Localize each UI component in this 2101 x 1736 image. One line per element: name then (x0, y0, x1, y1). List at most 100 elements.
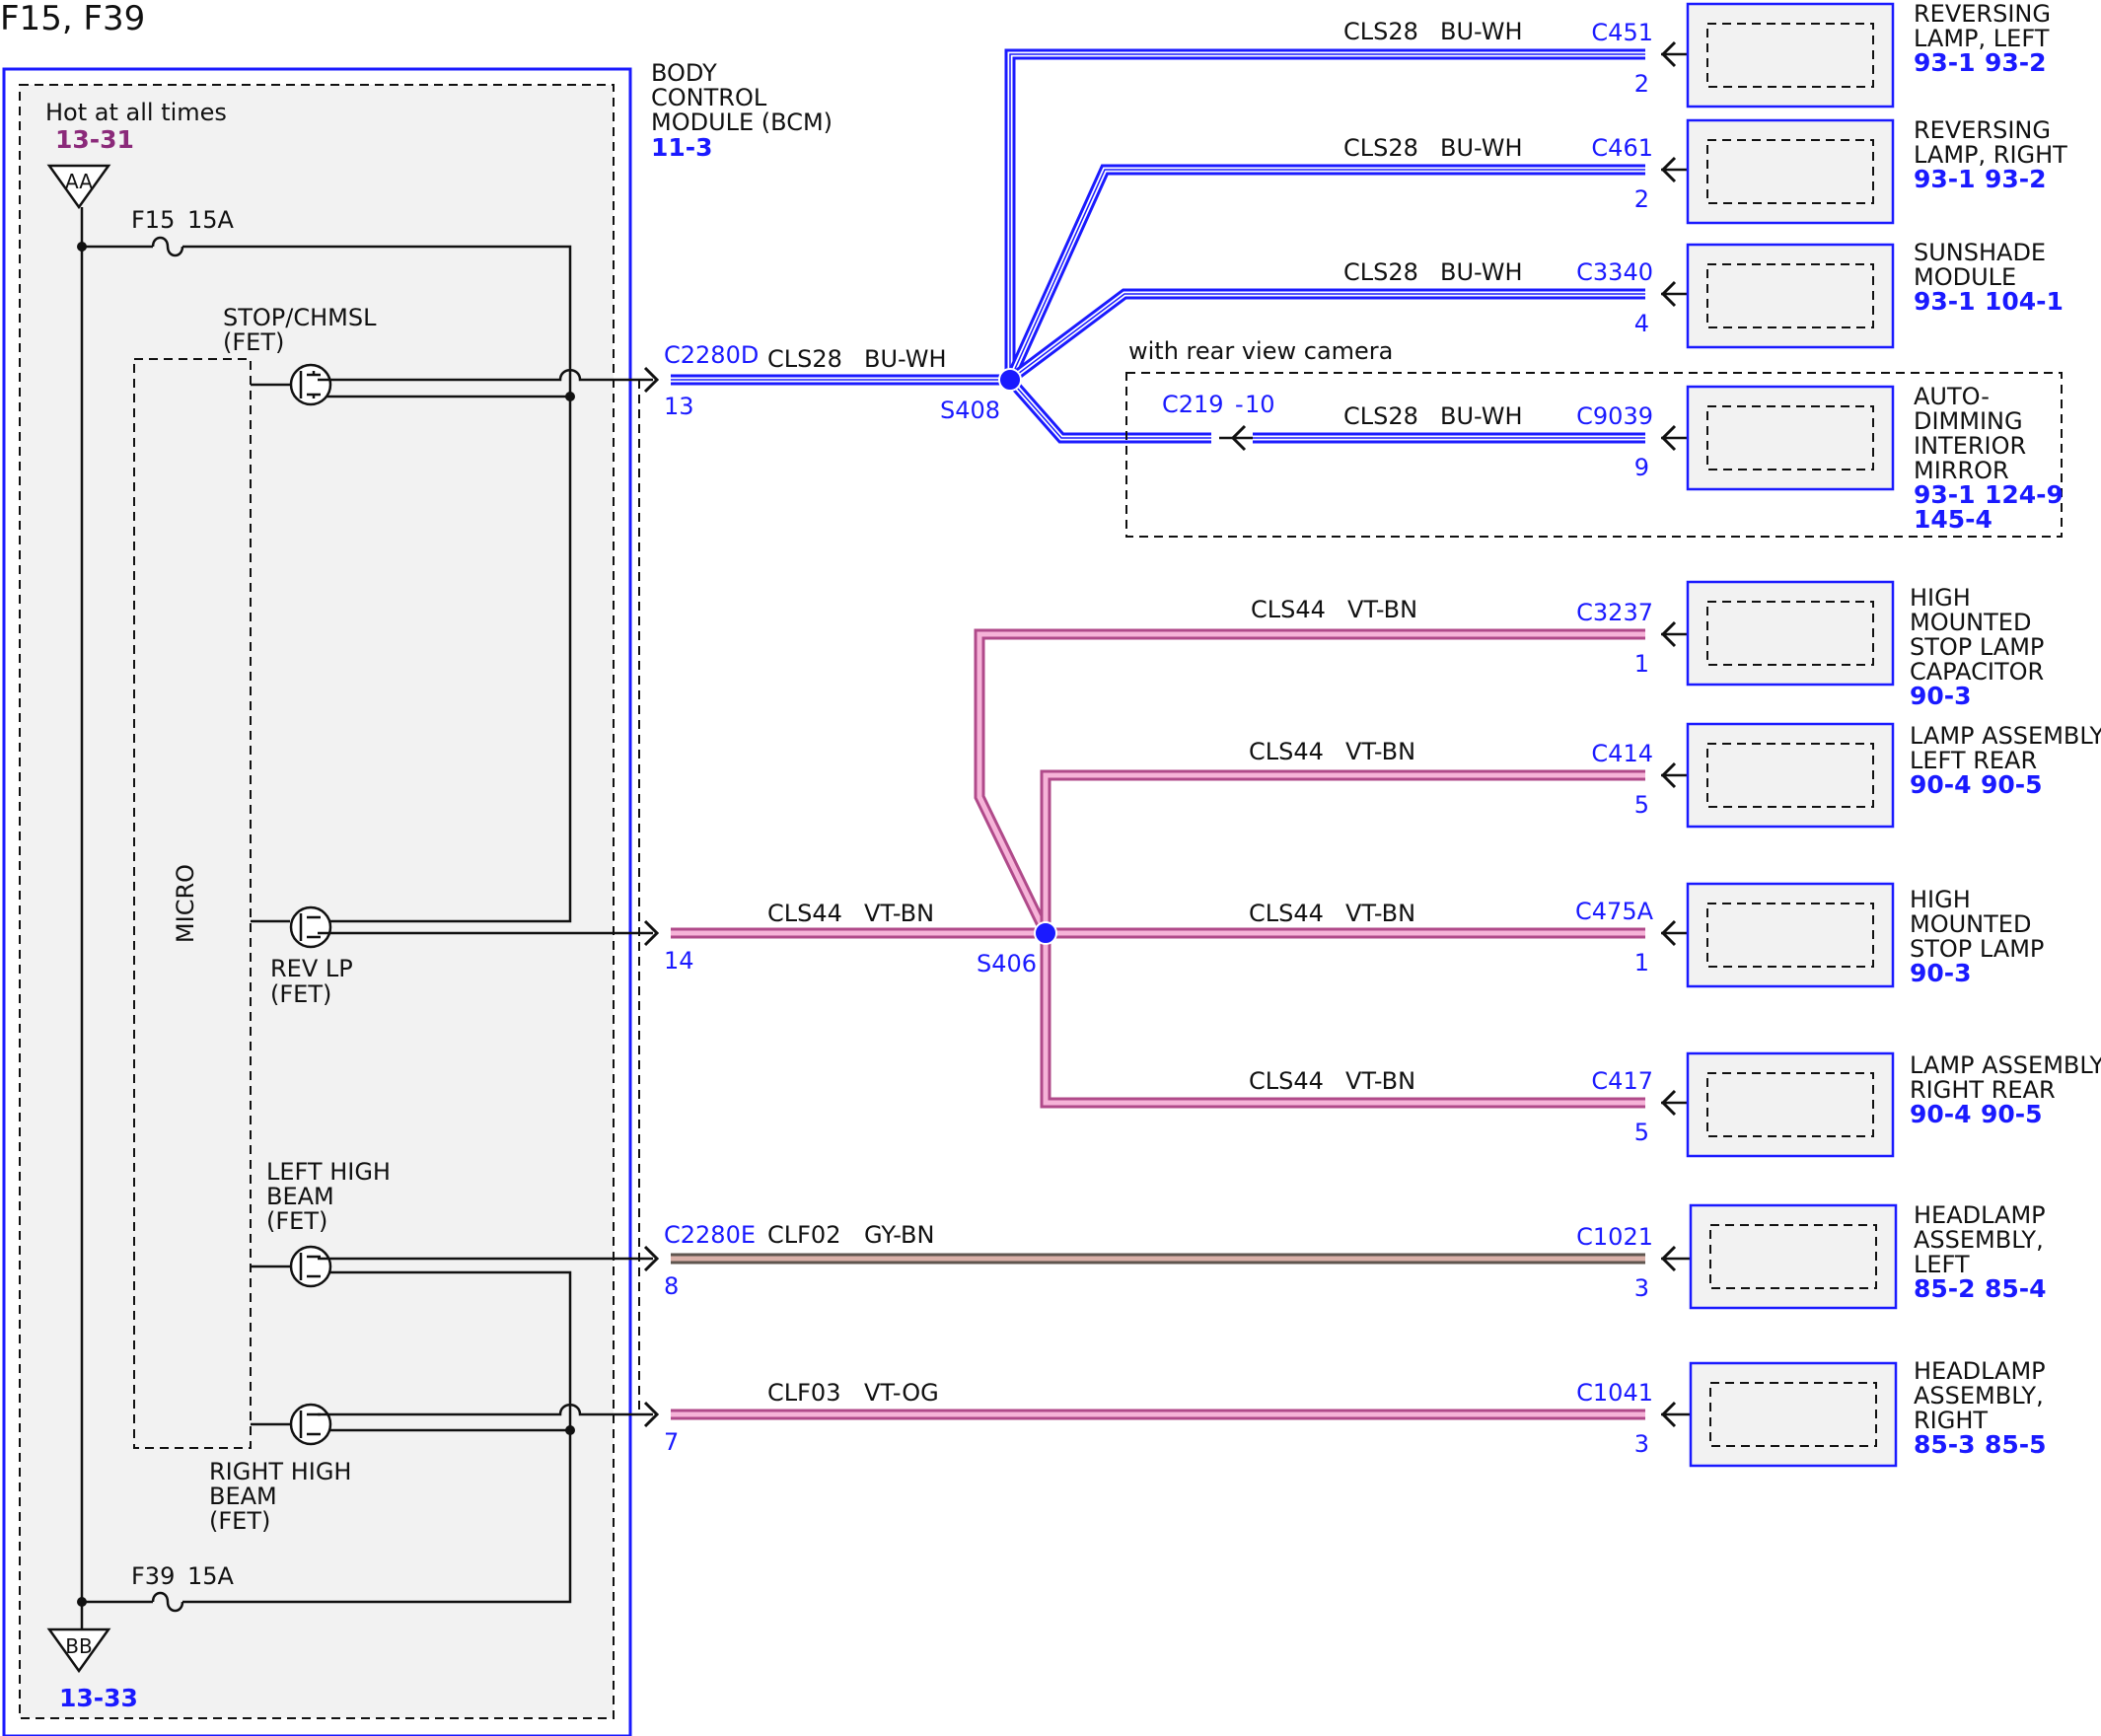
branch-connector: C1021 (1576, 1223, 1653, 1251)
branch-wire-color: VT-BN (1347, 596, 1417, 623)
component-name-line: LEFT (1914, 1251, 1970, 1278)
component-ref: 145-4 (1914, 505, 1992, 534)
component-name-line: STOP LAMP (1910, 935, 2044, 963)
fet-left-high-symbol (299, 1253, 321, 1280)
fet-left-high-label-1: LEFT HIGH (266, 1158, 391, 1186)
branch-pin: 3 (1634, 1430, 1649, 1458)
wire-stripe (1009, 293, 1645, 381)
branch-pin: 5 (1634, 1119, 1649, 1146)
output-c2280e-pin: 8 (664, 1272, 679, 1300)
component-ref: 93-2 (1985, 165, 2047, 193)
component-box (1686, 882, 1895, 988)
splice-s408-dot (998, 368, 1022, 392)
component-ref: 85-2 (1914, 1274, 1976, 1303)
rear-view-camera-option-box (1125, 372, 2063, 538)
branch-connector: C3340 (1576, 258, 1653, 286)
terminal-bb-icon (46, 1628, 111, 1674)
c219-pin: 10 (1245, 391, 1275, 418)
bcm-name-line-1: BODY (651, 59, 717, 87)
fet-stop-icon (289, 363, 332, 406)
component-inner-box (1706, 263, 1874, 328)
component-name-line: HIGH (1910, 584, 1971, 612)
branch-pin: 4 (1634, 310, 1649, 337)
branch-wire-color: BU-WH (1440, 18, 1523, 45)
component-ref: 85-5 (1985, 1430, 2047, 1459)
stop-fet-output (318, 369, 653, 382)
component-ref: 90-4 (1910, 770, 1972, 799)
component-ref: 90-5 (1981, 770, 2043, 799)
bcm-outer-border (2, 67, 632, 1736)
fet-left-high-beam: LEFT HIGH BEAM (FET) (251, 1158, 391, 1288)
branch-wire-color: VT-BN (1345, 1067, 1415, 1095)
page-title: F15, F39 (0, 0, 145, 38)
terminal-bb-label: BB (65, 1634, 92, 1658)
component-box (1686, 1051, 1895, 1158)
fet-left-high-label-3: (FET) (266, 1207, 327, 1235)
component-ref: 85-4 (1985, 1274, 2047, 1303)
fet-rev-symbol (299, 913, 321, 941)
branch-wire-color: BU-WH (1440, 258, 1523, 286)
output-cls44-color: VT-BN (864, 900, 934, 927)
wire-core (977, 631, 1645, 935)
micro-label: MICRO (172, 864, 199, 943)
branch-connector: C451 (1591, 19, 1653, 46)
fet-left-high-icon (289, 1245, 332, 1288)
wire-c417 (1040, 933, 1645, 1109)
component-inner-box (1706, 601, 1874, 666)
branch-connector: C417 (1591, 1067, 1653, 1095)
component-ref: 124-9 (1985, 480, 2064, 509)
fuse-f39-icon (151, 1591, 184, 1613)
splice-s406-label: S406 (977, 950, 1037, 977)
wire-outline (974, 628, 1645, 936)
branch-wire-color: BU-WH (1440, 134, 1523, 162)
branch-circuit: CLS28 (1343, 18, 1418, 45)
component-ref: 90-3 (1910, 682, 1972, 710)
component-name-line: RIGHT (1914, 1407, 1988, 1434)
component-name-line: LEFT REAR (1910, 747, 2037, 774)
fet-right-high-label-2: BEAM (209, 1483, 277, 1510)
component-name-line: MOUNTED (1910, 910, 2031, 938)
component-box (1689, 1361, 1898, 1468)
fet-rev-lp: REV LP (FET) (251, 905, 353, 1008)
component-name-line: MOUNTED (1910, 609, 2031, 636)
component-inner-box (1706, 139, 1874, 204)
branch-circuit: CLS44 (1249, 900, 1324, 927)
fuse-f15-name: F15 (131, 206, 175, 234)
output-pin-14: 14 (664, 947, 694, 975)
component-ref: 85-3 (1914, 1430, 1976, 1459)
output-pin-7: 7 (664, 1428, 679, 1456)
c219-dash: - (1235, 391, 1244, 418)
fet-right-high-label-1: RIGHT HIGH (209, 1458, 351, 1485)
branch-circuit: CLS44 (1251, 596, 1326, 623)
output-clf03-color: VT-OG (864, 1379, 939, 1407)
wire-core (1043, 772, 1645, 933)
right-high-fet-output (318, 1404, 653, 1416)
output-c2280e-connector: C2280E (664, 1221, 756, 1249)
c219-connector: C219 (1162, 391, 1224, 418)
branch-circuit: CLS44 (1249, 738, 1324, 765)
wire-stripe (1009, 169, 1645, 381)
wire-stripe (1009, 379, 1211, 439)
stop-fet-supply-junction (565, 392, 575, 401)
branch-wire-color: BU-WH (1440, 402, 1523, 430)
bcm-name-line-2: CONTROL (651, 84, 767, 111)
component-name-line: DIMMING (1914, 407, 2023, 435)
fet-rev-label-2: (FET) (270, 980, 331, 1008)
component-name-line: CAPACITOR (1910, 658, 2044, 686)
branch-wire-color: VT-BN (1345, 738, 1415, 765)
fet-stop-chmsl: STOP/CHMSL (FET) (223, 304, 377, 406)
component-name-line: HEADLAMP (1914, 1201, 2046, 1229)
wire-c451 (1004, 48, 1645, 380)
fet-stop-label-1: STOP/CHMSL (223, 304, 377, 331)
splice-s406-dot (1034, 921, 1057, 945)
harness-wires (671, 48, 1645, 1420)
branch-pin: 2 (1634, 185, 1649, 213)
branch-circuit: CLS28 (1343, 134, 1418, 162)
fet-stop-symbol (299, 371, 321, 398)
component-inner-box (1706, 405, 1874, 470)
